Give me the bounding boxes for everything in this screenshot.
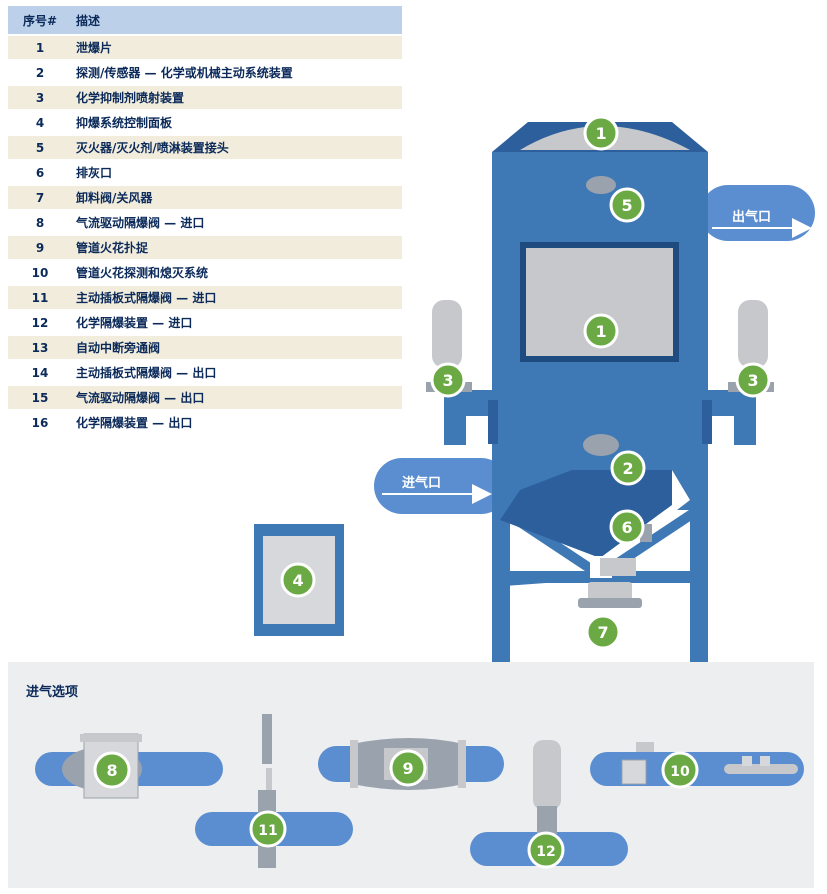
svg-text:4: 4 <box>292 571 303 590</box>
legend-row-num: 16 <box>8 409 72 434</box>
svg-text:1: 1 <box>595 124 606 143</box>
legend-row-desc: 化学隔爆装置 — 出口 <box>72 409 402 434</box>
svg-text:8: 8 <box>106 761 117 780</box>
legend-row-num: 5 <box>8 134 72 160</box>
badge-extinguisher-port: 5 <box>609 187 645 223</box>
legend-row-desc: 自动中断旁通阀 <box>72 334 402 360</box>
extinguisher-port <box>586 176 616 194</box>
svg-text:3: 3 <box>442 371 453 390</box>
badge-opt-slide-gate: 11 <box>249 810 287 848</box>
svg-text:9: 9 <box>402 759 413 778</box>
legend-row-num: 2 <box>8 59 72 85</box>
badge-dust-outlet: 6 <box>609 509 645 545</box>
outlet-pipe: 出气口 <box>700 185 815 241</box>
legend-row-desc: 探测/传感器 — 化学或机械主动系统装置 <box>72 59 402 85</box>
legend-row-num: 6 <box>8 159 72 185</box>
options-title: 进气选项 <box>26 684 78 700</box>
badge-opt-spark-detect: 10 <box>661 751 699 789</box>
legend-row-num: 1 <box>8 34 72 60</box>
svg-text:6: 6 <box>621 518 632 537</box>
inlet-label: 进气口 <box>402 475 441 491</box>
legend-row-num: 14 <box>8 359 72 385</box>
legend-row-desc: 卸料阀/关风器 <box>72 184 402 210</box>
badge-suppressor-left: 3 <box>430 362 466 398</box>
legend-row-num: 8 <box>8 209 72 235</box>
legend-row-desc: 排灰口 <box>72 159 402 185</box>
legend-row-num: 4 <box>8 109 72 135</box>
rotary-valve-body <box>588 582 632 602</box>
legend-row-desc: 抑爆系统控制面板 <box>72 109 402 135</box>
legend-row-num: 3 <box>8 84 72 110</box>
badge-opt-spark-trap: 9 <box>389 749 427 787</box>
legend-row-num: 10 <box>8 259 72 285</box>
legend-row-desc: 气流驱动隔爆阀 — 出口 <box>72 384 402 410</box>
badge-rotary-valve: 7 <box>585 614 621 650</box>
legend-header-desc: 描述 <box>72 6 402 35</box>
badge-detector: 2 <box>610 450 646 486</box>
legend-row-desc: 主动插板式隔爆阀 — 进口 <box>72 284 402 310</box>
legend-row-desc: 主动插板式隔爆阀 — 出口 <box>72 359 402 385</box>
legend-row-num: 13 <box>8 334 72 360</box>
legend-row-desc: 气流驱动隔爆阀 — 进口 <box>72 209 402 235</box>
outlet-label: 出气口 <box>732 209 771 225</box>
svg-text:7: 7 <box>597 623 608 642</box>
legend-row-desc: 泄爆片 <box>72 34 402 60</box>
badge-top-vent: 1 <box>583 115 619 151</box>
svg-text:10: 10 <box>670 764 690 780</box>
legend-row-num: 11 <box>8 284 72 310</box>
svg-text:5: 5 <box>621 196 632 215</box>
svg-text:2: 2 <box>622 459 633 478</box>
legend-row-desc: 管道火花扑捉 <box>72 234 402 260</box>
legend-header-num: 序号# <box>8 6 72 35</box>
badge-opt-flow-valve: 8 <box>93 751 131 789</box>
legend-row-desc: 化学抑制剂喷射装置 <box>72 84 402 110</box>
badge-opt-chem-isolation: 12 <box>527 831 565 869</box>
legend-row-desc: 管道火花探测和熄灭系统 <box>72 259 402 285</box>
badge-suppressor-right: 3 <box>735 362 771 398</box>
legend-row-num: 7 <box>8 184 72 210</box>
legend-row-desc: 化学隔爆装置 — 进口 <box>72 309 402 335</box>
detector-sensor <box>583 434 619 456</box>
legend-row-num: 9 <box>8 234 72 260</box>
legend-row-num: 12 <box>8 309 72 335</box>
legend-header-row: 序号# 描述 <box>8 6 402 35</box>
svg-text:1: 1 <box>595 322 606 341</box>
svg-text:12: 12 <box>536 844 555 860</box>
badge-control-panel: 4 <box>280 562 316 598</box>
legend-row-num: 15 <box>8 384 72 410</box>
legend-row-desc: 灭火器/灭火剂/喷淋装置接头 <box>72 134 402 160</box>
svg-text:3: 3 <box>747 371 758 390</box>
inlet-pipe: 进气口 <box>374 458 509 514</box>
badge-front-vent: 1 <box>583 313 619 349</box>
svg-text:11: 11 <box>258 823 277 839</box>
